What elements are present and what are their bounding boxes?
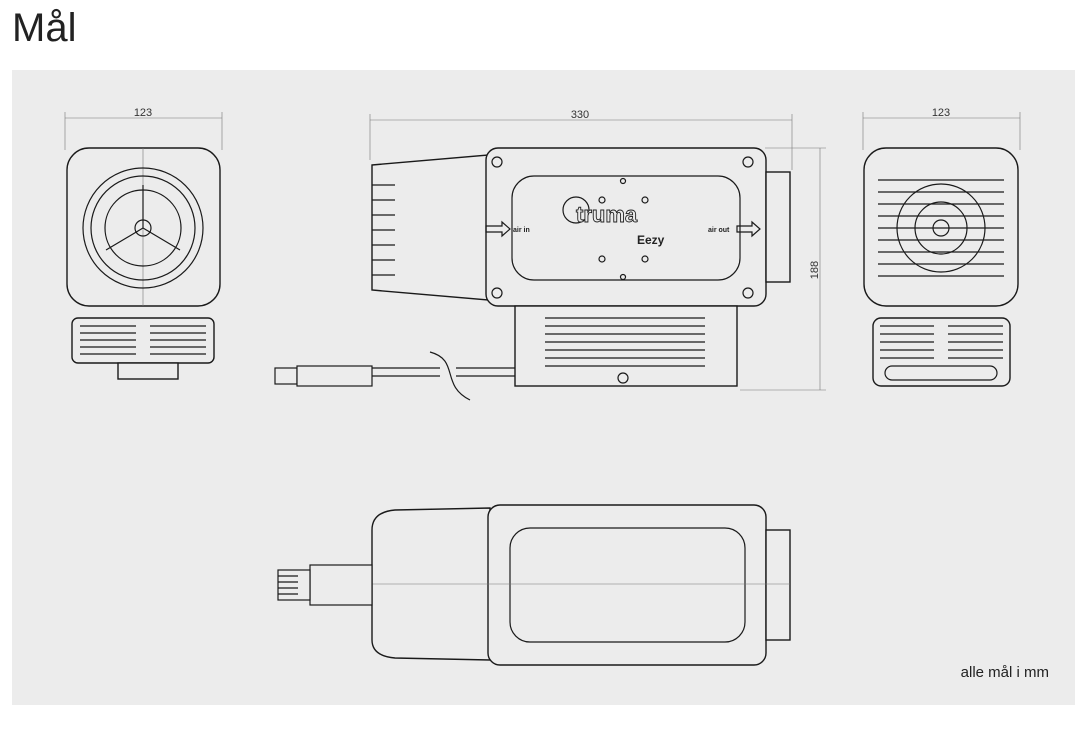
page-title: Mål [12,6,77,50]
units-note: alle mål i mm [960,664,1049,681]
dim-side-length: 330 [571,109,589,121]
dim-rear-width: 123 [932,107,950,119]
air-in-label: air in [513,227,530,234]
model-label: Eezy [637,233,665,247]
dim-side-height: 188 [809,261,821,279]
air-out-label: air out [708,227,730,234]
dim-front-width: 123 [134,107,152,119]
front-view: 123 [64,107,223,380]
top-view [277,504,791,666]
side-view: 330 188 truma Eezy air in air out [274,109,826,401]
rear-view: 123 [862,107,1021,387]
brand-logo: truma [576,202,638,227]
